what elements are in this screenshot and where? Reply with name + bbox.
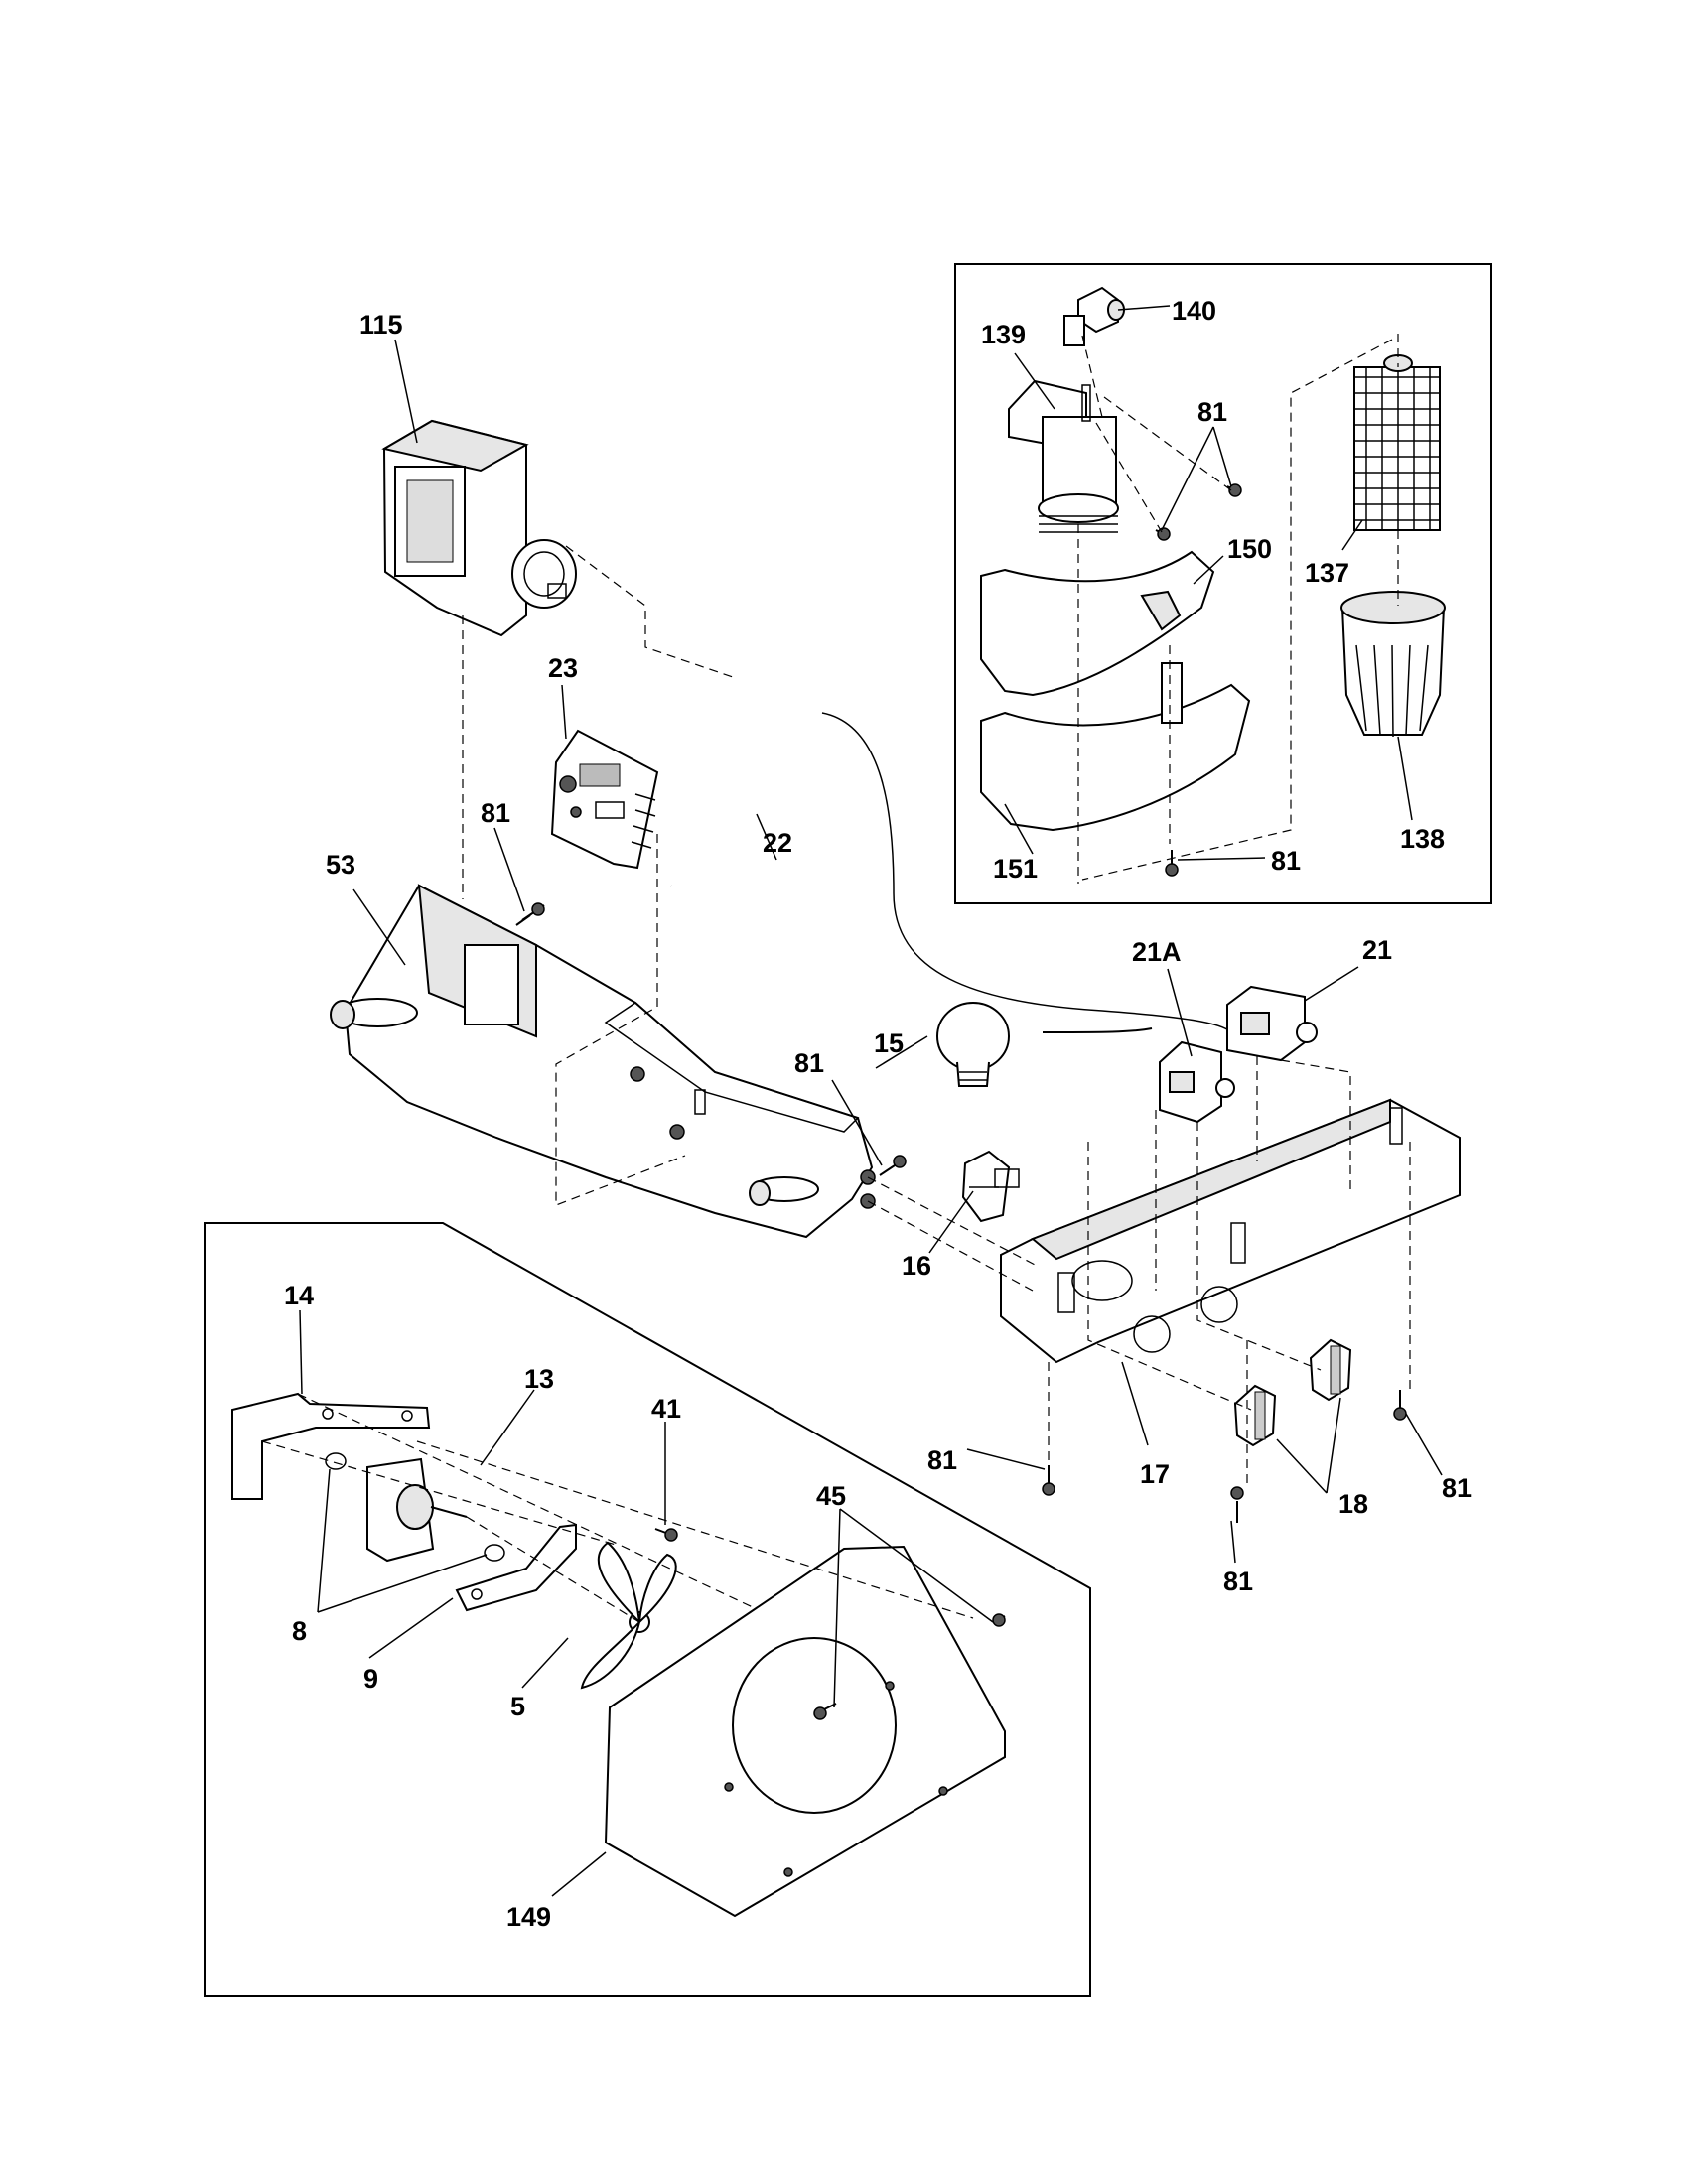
label-16: 16 — [902, 1251, 931, 1281]
cover-part-150 — [980, 550, 1215, 697]
cover-part-151 — [980, 662, 1251, 832]
fan-shroud-part-149 — [604, 1545, 1006, 1918]
label-81: 81 — [927, 1445, 957, 1475]
elbow-fitting-part-140 — [1063, 286, 1125, 346]
label-22: 22 — [763, 828, 792, 858]
label-5: 5 — [510, 1692, 525, 1721]
label-81: 81 — [1271, 846, 1301, 876]
part-labels: 115 23 81 53 22 81 15 16 21A 21 17 18 81… — [284, 296, 1472, 1932]
label-151: 151 — [993, 854, 1038, 884]
filter-cartridge-part-137 — [1353, 354, 1441, 531]
filter-bowl-part-138 — [1340, 591, 1446, 738]
label-18: 18 — [1338, 1489, 1368, 1519]
label-23: 23 — [548, 653, 578, 683]
label-8: 8 — [292, 1616, 307, 1646]
label-21A: 21A — [1132, 937, 1182, 967]
label-81: 81 — [1442, 1473, 1472, 1503]
dispenser-housing-part-53 — [330, 884, 876, 1239]
screw-icon — [992, 1613, 1006, 1627]
grommet-part-8-upper — [325, 1452, 347, 1470]
screw-icon — [1165, 850, 1179, 877]
label-13: 13 — [524, 1364, 554, 1394]
bracket-part-17 — [1000, 1098, 1461, 1364]
screw-icon — [1226, 483, 1242, 497]
water-tube-part-22 — [670, 656, 1232, 1034]
screw-icon — [1042, 1465, 1055, 1496]
label-138: 138 — [1400, 824, 1445, 854]
lamp-socket-part-16 — [961, 1150, 1020, 1223]
label-137: 137 — [1305, 558, 1349, 588]
leader-lines — [299, 305, 1443, 1897]
screw-icon — [879, 1155, 907, 1176]
label-81: 81 — [1197, 397, 1227, 427]
label-115: 115 — [359, 310, 403, 340]
screw-icon — [1393, 1390, 1407, 1421]
switch-part-21 — [1226, 985, 1318, 1062]
label-81: 81 — [794, 1048, 824, 1078]
fan-blade-part-5 — [580, 1541, 677, 1690]
light-bulb-part-15 — [936, 1002, 1010, 1087]
knob-part-18-lower — [1233, 1384, 1277, 1447]
filter-head-part-139 — [1008, 379, 1119, 533]
motor-bracket-part-9 — [455, 1523, 577, 1612]
ice-maker-part-115 — [381, 419, 577, 637]
screw-icon — [654, 1528, 678, 1542]
label-9: 9 — [363, 1664, 378, 1694]
label-81: 81 — [481, 798, 510, 828]
label-41: 41 — [651, 1394, 681, 1424]
grommet-part-8-lower — [484, 1544, 505, 1562]
label-149: 149 — [506, 1902, 551, 1932]
alignment-lines — [261, 334, 1411, 1623]
knob-part-18-upper — [1309, 1338, 1352, 1402]
screw-icon — [1155, 527, 1171, 541]
label-14: 14 — [284, 1281, 314, 1310]
label-150: 150 — [1227, 534, 1272, 564]
label-15: 15 — [874, 1028, 904, 1058]
label-81: 81 — [1223, 1567, 1253, 1596]
label-53: 53 — [326, 850, 355, 880]
motor-bracket-part-14 — [231, 1392, 431, 1500]
fan-assembly-inset-frame — [204, 1222, 1091, 1997]
label-17: 17 — [1140, 1459, 1170, 1489]
circuit-board-part-23 — [550, 729, 659, 870]
label-45: 45 — [816, 1481, 846, 1511]
screw-icon — [515, 902, 545, 926]
screw-icon — [1230, 1486, 1244, 1523]
label-140: 140 — [1172, 296, 1216, 326]
switch-part-21A — [1159, 1040, 1235, 1124]
water-filter-inset-frame — [954, 263, 1492, 904]
label-21: 21 — [1362, 935, 1392, 965]
label-139: 139 — [981, 320, 1026, 349]
fan-motor-part-13 — [366, 1457, 468, 1563]
